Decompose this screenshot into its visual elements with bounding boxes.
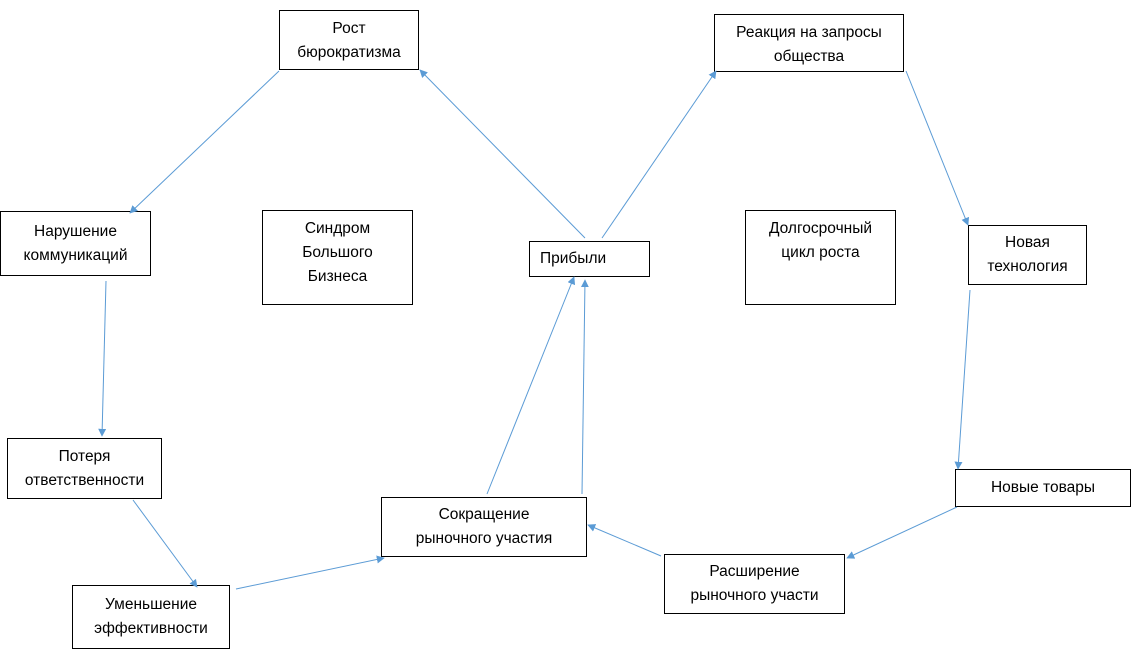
- arrow-poterya-to-umenshenie: [132, 499, 198, 588]
- node-label-line: ответственности: [24, 471, 145, 489]
- node-pribyli: Прибыли: [529, 241, 650, 277]
- node-narushenie-kommunikaciy: Нарушение коммуникаций: [0, 211, 151, 276]
- node-sindrom-bolshogo-biznesa: Синдром Большого Бизнеса: [262, 210, 413, 305]
- node-label-line: цикл роста: [781, 244, 860, 261]
- node-label-line: Нарушение: [34, 222, 117, 240]
- node-label-line: Расширение: [709, 563, 800, 580]
- node-label-line: Бизнеса: [307, 268, 368, 285]
- node-label-line: Долгосрочный: [768, 220, 872, 237]
- node-label-line: Сокращение: [438, 506, 530, 523]
- arrow-sokrashchenie-to-pribyli-2: [580, 279, 589, 495]
- arrow-pribyli-to-reakciya: [601, 70, 717, 239]
- arrow-pribyli-to-rost: [419, 69, 586, 239]
- node-label-line: коммуникаций: [23, 246, 128, 264]
- node-novaya-tehnologiya: Новая технология: [968, 225, 1087, 285]
- node-label-line: Рост: [332, 20, 366, 37]
- arrow-novaya-to-novye-tovary: [954, 289, 971, 470]
- node-poterya-otvetstvennosti: Потеря ответственности: [7, 438, 162, 499]
- node-label-line: Новые товары: [990, 479, 1096, 496]
- node-sokrashchenie-rynochnogo-uchastiya: Сокращение рыночного участия: [381, 497, 587, 557]
- node-label-line: Прибыли: [540, 250, 607, 267]
- arrow-rost-to-narushenie: [129, 70, 280, 214]
- node-novye-tovary: Новые товары: [955, 469, 1131, 507]
- node-label-line: Новая: [1005, 234, 1050, 251]
- arrow-narushenie-to-poterya: [98, 280, 107, 437]
- node-label-line: технология: [987, 258, 1068, 275]
- node-label-line: Большого: [302, 244, 373, 261]
- node-label-line: бюрократизма: [297, 44, 401, 61]
- arrow-novye-tovary-to-rasshirenie: [846, 506, 958, 559]
- node-label-line: Уменьшение: [105, 596, 197, 613]
- node-label-line: Потеря: [58, 447, 111, 465]
- arrow-sokrashchenie-to-pribyli-1: [486, 276, 576, 495]
- node-label-line: рыночного участия: [415, 530, 553, 547]
- node-label-line: рыночного участи: [690, 587, 819, 604]
- node-rasshirenie-rynochnogo-uchasti: Расширение рыночного участи: [664, 554, 845, 614]
- node-label-line: эффективности: [94, 620, 208, 637]
- node-label-line: Синдром: [304, 220, 371, 237]
- arrow-reakciya-to-novaya: [905, 70, 970, 226]
- arrow-rasshirenie-to-sokrashchenie: [587, 524, 662, 557]
- node-rost-byurokratizma: Рост бюрократизма: [279, 10, 419, 70]
- node-dolgosrochny-cikl-rosta: Долгосрочный цикл роста: [745, 210, 896, 305]
- node-umenshenie-effektivnosti: Уменьшение эффективности: [72, 585, 230, 649]
- node-label-line: общества: [773, 48, 845, 65]
- node-reakciya-na-zaprosy: Реакция на запросы общества: [714, 14, 904, 72]
- arrow-umenshenie-to-sokrashchenie: [235, 555, 385, 590]
- node-label-line: Реакция на запросы: [736, 24, 882, 41]
